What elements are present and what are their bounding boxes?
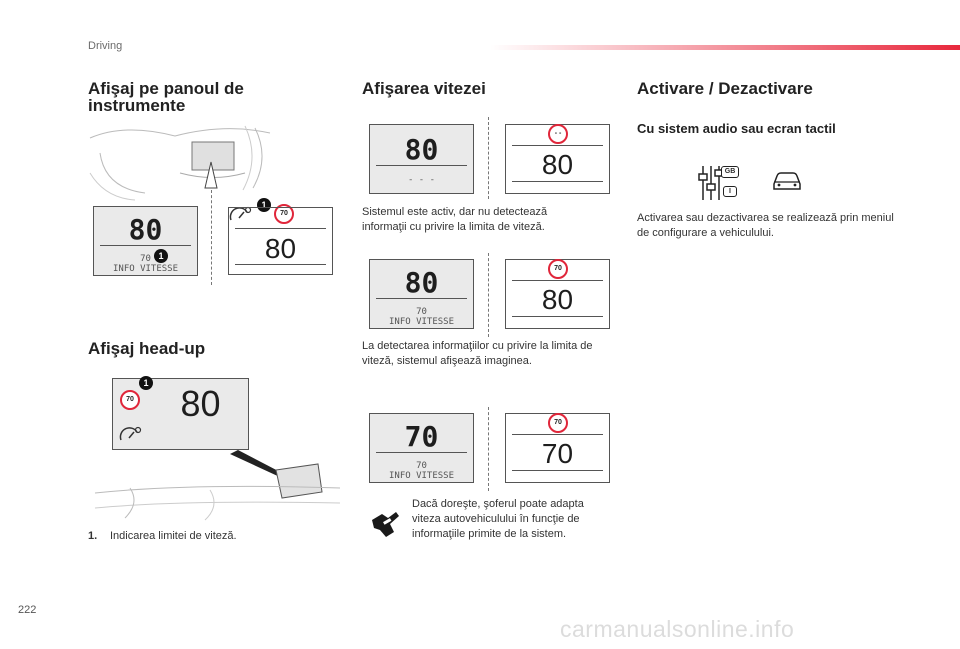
activation-text: Activarea sau dezactivarea se realizează… <box>637 212 894 239</box>
legend-text: Indicarea limitei de viteză. <box>110 530 237 542</box>
divider-dashed <box>211 190 212 285</box>
settings-sliders-icon: GB I <box>697 164 742 204</box>
speed-value: 70 <box>404 420 439 453</box>
display-divider <box>512 280 603 281</box>
speedometer-icon <box>229 206 252 221</box>
activation-title: Activare / Dezactivare <box>637 79 813 98</box>
display-divider <box>376 165 467 166</box>
divider-dashed <box>488 117 489 199</box>
watermark: carmanualsonline.info <box>560 616 795 642</box>
speed-display-left: 80 70 INFO VITESSE <box>369 259 474 329</box>
info-vitesse-label: INFO VITESSE <box>388 471 455 481</box>
divider-dashed <box>488 407 489 491</box>
section-label: Driving <box>88 40 123 52</box>
info-vitesse-label: INFO VITESSE <box>388 317 455 327</box>
legend-number: 1. <box>88 530 98 542</box>
dashboard-illustration <box>89 125 271 201</box>
speed-value: 70 <box>541 438 574 469</box>
callout-1: 1 <box>257 198 271 212</box>
speed-value: 80 <box>541 149 574 180</box>
display-divider <box>512 434 603 435</box>
speed-limit-sign: 70 <box>274 204 294 224</box>
speed-value: 80 <box>128 213 163 246</box>
speedometer-icon <box>119 426 142 441</box>
divider-dashed <box>488 253 489 337</box>
display-divider <box>100 245 191 246</box>
page-number: 222 <box>18 604 37 616</box>
speed-limit-sign: 70 <box>120 390 140 410</box>
speed-limit-value: 70 <box>416 307 427 317</box>
callout-1: 1 <box>139 376 153 390</box>
speed-limit-sign: 70 <box>548 259 568 279</box>
speed-display-title: Afişarea vitezei <box>362 79 486 98</box>
speed-display-left: 80 - - - <box>369 124 474 194</box>
head-up-title: Afişaj head-up <box>88 339 206 358</box>
info-vitesse-label: INFO VITESSE <box>112 264 179 274</box>
speed-value: 80 <box>541 284 574 315</box>
instrument-display-panel: 80 <box>228 207 333 275</box>
head-up-illustration <box>94 450 341 521</box>
display-divider <box>512 181 603 182</box>
display-divider <box>512 145 603 146</box>
display-divider <box>376 298 467 299</box>
display-divider <box>235 228 326 229</box>
display-divider <box>376 452 467 453</box>
speed-limit-value: 70 <box>140 254 151 264</box>
speed-limit-sign: 70 <box>548 413 568 433</box>
language-gb-badge: GB <box>721 166 739 178</box>
speed-value: 80 <box>404 266 439 299</box>
audio-system-subtitle: Cu sistem audio sau ecran tactil <box>637 121 836 136</box>
head-up-display-panel: 80 <box>112 378 249 450</box>
display-divider <box>512 316 603 317</box>
speed-limit-sign-empty: - - <box>548 124 568 144</box>
row1-caption: Sistemul este activ, dar nu detectează i… <box>362 206 548 233</box>
display-divider <box>512 470 603 471</box>
speed-value: 80 <box>404 133 439 166</box>
language-i-badge: I <box>723 186 737 197</box>
row2-caption: La detectarea informaţiilor cu privire l… <box>362 340 593 367</box>
speed-display-left: 70 70 INFO VITESSE <box>369 413 474 483</box>
speed-value: 80 <box>264 233 297 264</box>
speed-display-right: 80 <box>505 124 610 194</box>
display-divider <box>235 264 326 265</box>
car-icon <box>773 172 801 190</box>
header-accent-bar <box>490 45 960 50</box>
no-limit-dashes: - - - <box>407 175 436 185</box>
callout-1: 1 <box>154 249 168 263</box>
wrench-hand-icon <box>372 512 399 537</box>
hud-speed-value: 80 <box>180 383 221 424</box>
instrument-display-panel: 80 70 INFO VITESSE <box>93 206 198 276</box>
instrument-panel-title: Afişaj pe panoul de instrumente <box>88 79 244 115</box>
speed-limit-value: 70 <box>416 461 427 471</box>
row3-caption: Dacă doreşte, şoferul poate adapta vitez… <box>412 498 584 540</box>
